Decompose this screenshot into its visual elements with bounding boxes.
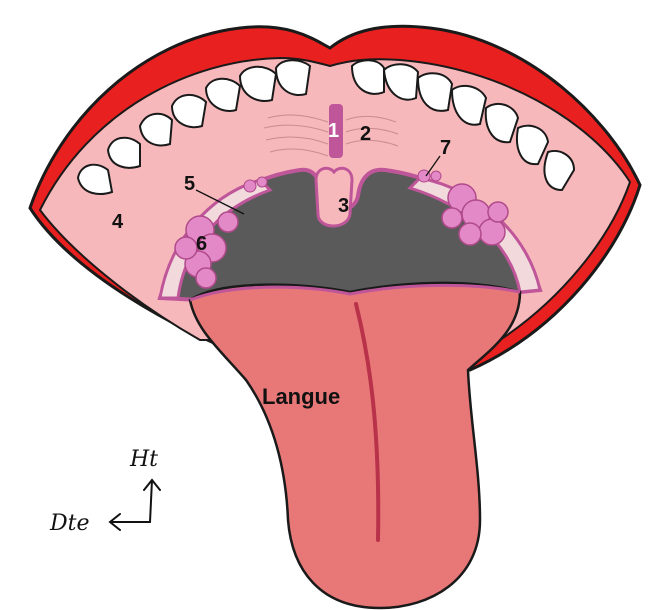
right-arrow-icon	[110, 514, 150, 530]
label-4: 4	[112, 211, 124, 233]
orientation-right-label: Dte	[49, 511, 90, 536]
label-6: 6	[196, 233, 207, 255]
label-1: 1	[328, 120, 339, 142]
label-2: 2	[360, 123, 371, 145]
tongue-label: Langue	[262, 384, 340, 409]
label-3: 3	[338, 195, 349, 217]
label-7: 7	[440, 137, 451, 159]
up-arrow-icon	[144, 480, 160, 522]
orientation-up-label: Ht	[129, 447, 158, 472]
label-5: 5	[184, 173, 195, 195]
tongue	[190, 283, 520, 608]
